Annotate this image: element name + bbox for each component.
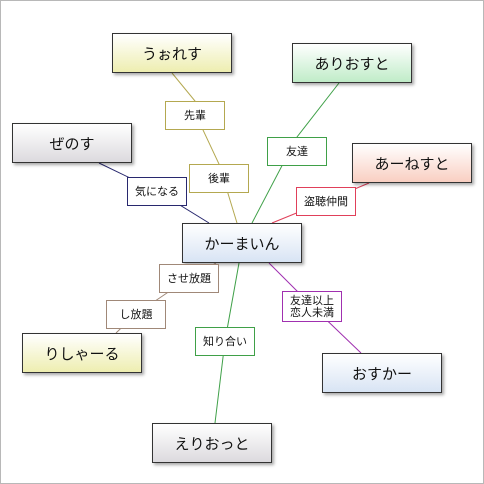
node-ariosuto: ありおすと bbox=[292, 43, 412, 83]
edge-label-tomodachi: 友達 bbox=[267, 137, 327, 166]
node-center-kaamain: かーまいん bbox=[182, 223, 302, 263]
edge-label-touchou-nakama: 盗聴仲間 bbox=[296, 187, 356, 216]
edge-label-senpai: 先輩 bbox=[165, 101, 225, 130]
edge-label-shihoudai: し放題 bbox=[106, 300, 166, 329]
edge-label-kouhai: 後輩 bbox=[189, 164, 249, 193]
node-uorensu: うぉれす bbox=[112, 33, 232, 73]
edge-label-shiriai: 知り合い bbox=[195, 327, 255, 356]
node-rishaaru: りしゃーる bbox=[22, 333, 142, 373]
edge-label-sasehoudai: させ放題 bbox=[159, 264, 219, 293]
node-eriotto: えりおっと bbox=[152, 423, 272, 463]
edge-label-tomodachi-ijou: 友達以上 恋人未満 bbox=[282, 291, 342, 322]
edge-label-kininaru: 気になる bbox=[127, 177, 187, 206]
node-zenosu: ぜのす bbox=[12, 123, 132, 163]
node-aanesuto: あーねすと bbox=[352, 143, 472, 183]
node-osukaa: おすかー bbox=[322, 353, 442, 393]
